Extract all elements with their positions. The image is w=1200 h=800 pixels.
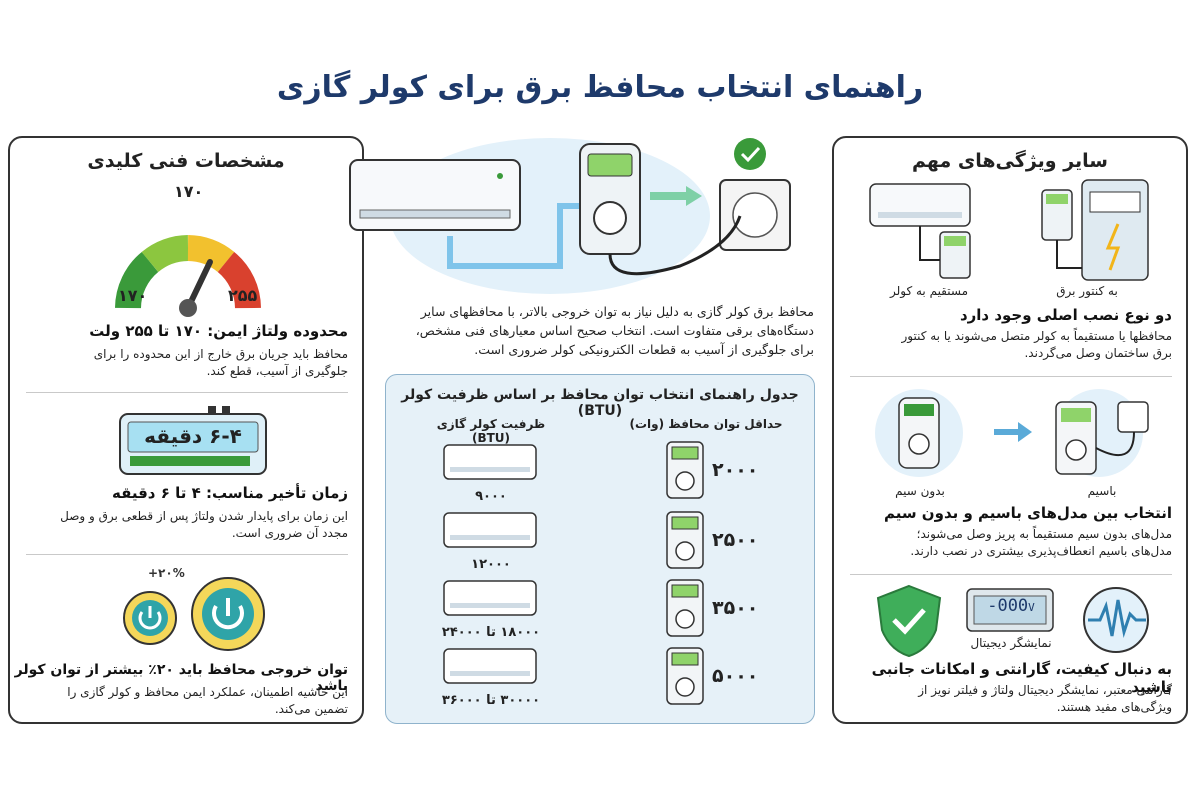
digital-display-icon <box>966 588 1054 632</box>
table-row-capacity: ۱۸۰۰۰ تا ۲۴۰۰۰ <box>441 625 541 640</box>
install-title: دو نوع نصب اصلی وجود دارد <box>959 306 1172 324</box>
label-meter: به کنتور برق <box>1056 284 1118 298</box>
gauge-min-label: ۱۷۰ <box>118 286 148 305</box>
timer-desc: این زمان برای پایدار شدن ولتاژ پس از قطع… <box>60 509 348 540</box>
other-features-panel: سایر ویژگی‌های مهم مستقیم به کولر به کنت… <box>832 136 1188 724</box>
panel-title: مشخصات فنی کلیدی <box>87 150 285 172</box>
gauge-top-label: ۱۷۰ <box>174 182 204 201</box>
ac-unit-icon <box>443 512 537 548</box>
key-specs-panel: مشخصات فنی کلیدی ۱۷۰ ۱۷۰ ۲۵۵ محدوده ولتا… <box>8 136 364 724</box>
power-title: توان خروجی محافظ باید ۲۰٪ بیشتر از توان … <box>14 662 348 694</box>
table-title: جدول راهنمای انتخاب توان محافظ بر اساس ظ… <box>401 387 799 419</box>
table-row-power: ۳۵۰۰ <box>712 597 759 619</box>
intro-text: محافظ برق کولر گازی به دلیل نیاز به توان… <box>415 304 814 357</box>
noise-filter-icon <box>1083 587 1149 653</box>
label-wired: باسیم <box>1087 484 1117 498</box>
timer-display-icon <box>119 406 267 475</box>
table-row-power: ۲۵۰۰ <box>712 529 759 551</box>
label-wireless: بدون سیم <box>895 484 945 498</box>
wired-title: انتخاب بین مدل‌های باسیم و بدون سیم <box>883 504 1172 522</box>
ac-unit-icon <box>443 580 537 616</box>
voltage-desc: محافظ باید جریان برق خارج از این محدوده … <box>93 347 348 378</box>
voltage-title: محدوده ولتاژ ایمن: ۱۷۰ تا ۲۵۵ ولت <box>89 322 348 340</box>
ac-unit-icon <box>443 648 537 684</box>
power-desc: این حاشیه اطمینان، عملکرد ایمن محافظ و ک… <box>67 685 348 716</box>
timer-display-text: ۶-۴ دقیقه <box>144 424 242 448</box>
column-header-capacity: ظرفیت کولر گازی (BTU) <box>436 417 546 445</box>
timer-title: زمان تأخیر مناسب: ۴ تا ۶ دقیقه <box>111 484 348 502</box>
table-row-capacity: ۳۰۰۰۰ تا ۳۶۰۰۰ <box>441 693 541 708</box>
power-badge: +۲۰% <box>148 566 185 580</box>
divider <box>26 392 348 393</box>
voltage-gauge-icon <box>115 235 261 317</box>
direct-install-icon <box>869 183 971 279</box>
protector-icon <box>666 441 704 499</box>
install-desc: محافظها یا مستقیماً به کولر متصل می‌شوند… <box>901 329 1172 360</box>
gauge-max-label: ۲۵۵ <box>228 286 258 305</box>
power-icon <box>123 577 265 651</box>
wired-protector-icon <box>1055 389 1149 477</box>
divider <box>26 554 348 555</box>
table-row-power: ۵۰۰۰ <box>712 665 759 687</box>
protector-icon <box>666 647 704 705</box>
ac-unit-icon <box>443 444 537 480</box>
wired-desc: مدل‌های بدون سیم مستقیماً به پریز وصل می… <box>910 527 1172 558</box>
label-digital-display: نمایشگر دیجیتال <box>970 636 1052 650</box>
protector-icon <box>666 511 704 569</box>
meter-install-icon <box>1041 179 1149 281</box>
quality-desc: گارانتی معتبر، نمایشگر دیجیتال ولتاژ و ف… <box>918 683 1172 714</box>
page-title: راهنمای انتخاب محافظ برق برای کولر گازی <box>276 70 924 105</box>
shield-check-icon <box>876 584 942 658</box>
wireless-protector-icon <box>875 389 963 477</box>
table-row-capacity: ۱۲۰۰۰ <box>471 557 511 572</box>
arrow-right-icon <box>994 422 1032 442</box>
table-row-power: ۲۰۰۰ <box>712 459 759 481</box>
table-row-capacity: ۹۰۰۰ <box>475 489 507 504</box>
quality-title: به دنبال کیفیت، گارانتی و امکانات جانبی … <box>871 660 1172 696</box>
panel-title: سایر ویژگی‌های مهم <box>912 150 1108 172</box>
column-header-power: حداقل توان محافظ (وات) <box>629 417 783 431</box>
label-direct: مستقیم به کولر <box>889 284 969 298</box>
protector-icon <box>666 579 704 637</box>
ac-protector-illustration <box>349 138 791 294</box>
capacity-table: جدول راهنمای انتخاب توان محافظ بر اساس ظ… <box>385 374 815 724</box>
display-readout: -000V <box>987 596 1035 616</box>
divider <box>850 574 1172 575</box>
divider <box>850 376 1172 377</box>
